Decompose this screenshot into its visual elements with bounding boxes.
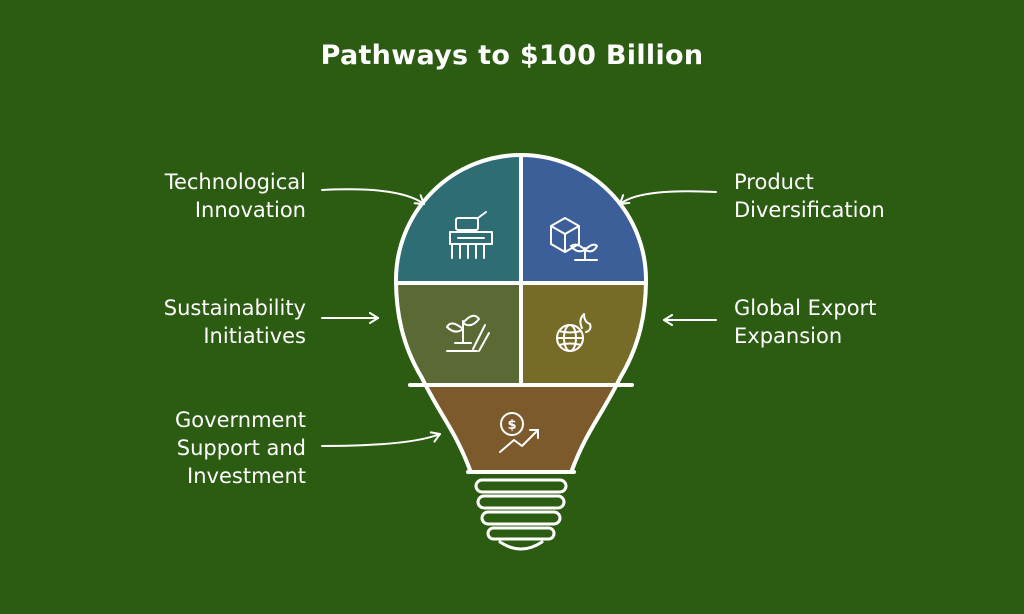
harvester-icon: [449, 211, 493, 259]
label-product-diversification: Product Diversification: [734, 170, 885, 222]
bulb-base: [474, 478, 568, 551]
arrow-government-support: [321, 431, 441, 447]
segment-technological-innovation: [396, 155, 521, 283]
plant-hand-icon: [446, 314, 490, 352]
arrow-product-diversification: [619, 190, 717, 205]
label-government-support: Government Support and Investment: [175, 408, 306, 488]
globe-fire-icon: [556, 313, 592, 352]
label-global-export-expansion: Global Export Expansion: [734, 296, 877, 348]
segment-product-diversification: [521, 155, 646, 283]
segment-global-export-expansion: [521, 283, 646, 385]
box-sprout-icon: [550, 217, 598, 261]
svg-text:$: $: [507, 418, 516, 433]
label-technological-innovation: Technological Innovation: [164, 170, 306, 222]
segment-sustainability-initiatives: [396, 283, 521, 385]
dollar-growth-icon: $: [499, 412, 539, 453]
page-title: Pathways to $100 Billion: [320, 40, 704, 71]
label-sustainability-initiatives: Sustainability Initiatives: [163, 296, 306, 348]
arrow-technological-innovation: [321, 188, 425, 205]
